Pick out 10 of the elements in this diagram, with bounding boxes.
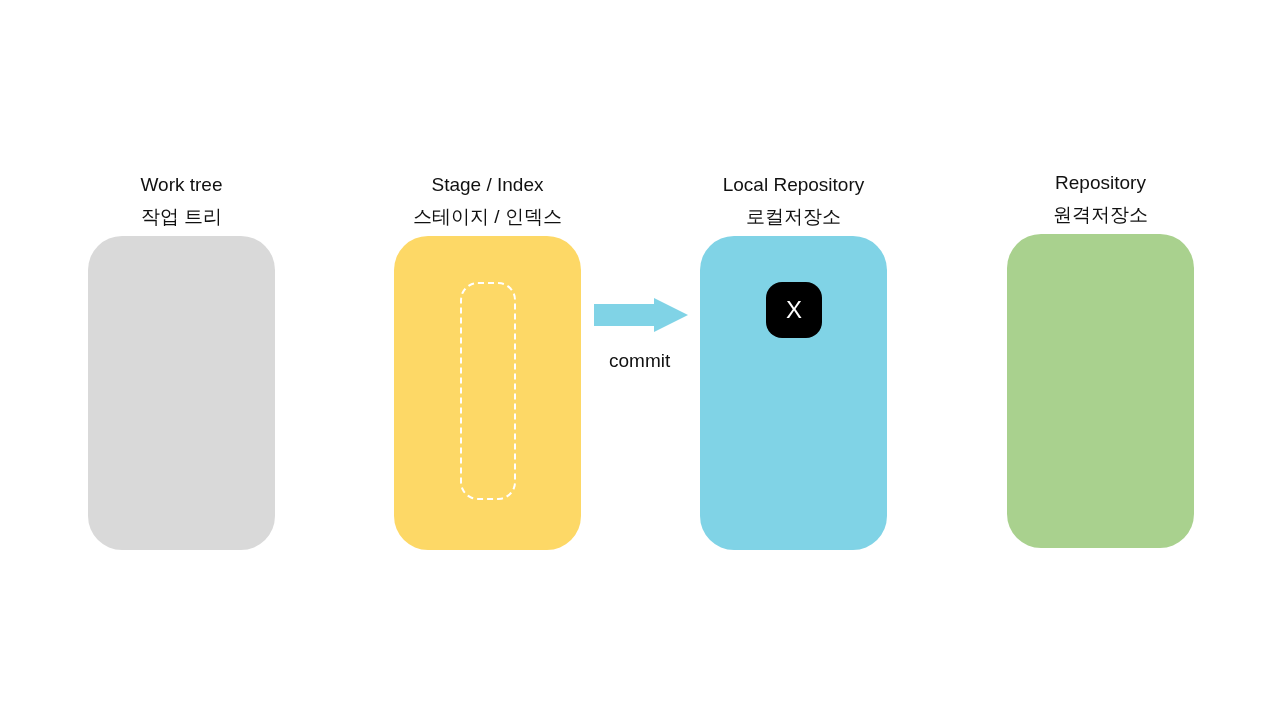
panel-heading: Local Repository <box>721 174 866 196</box>
panel-subheading: 로컬저장소 <box>745 205 842 229</box>
panel-heading: Work tree <box>139 174 224 196</box>
panel-subheading: 스테이지 / 인덱스 <box>412 205 563 229</box>
panel-subheading: 작업 트리 <box>139 205 224 229</box>
commit-label: X <box>786 296 802 324</box>
panel-heading: Stage / Index <box>430 174 545 196</box>
panel-heading: Repository <box>1054 172 1147 194</box>
dashed-box <box>460 282 516 500</box>
panel-subheading: 원격저장소 <box>1052 203 1149 227</box>
